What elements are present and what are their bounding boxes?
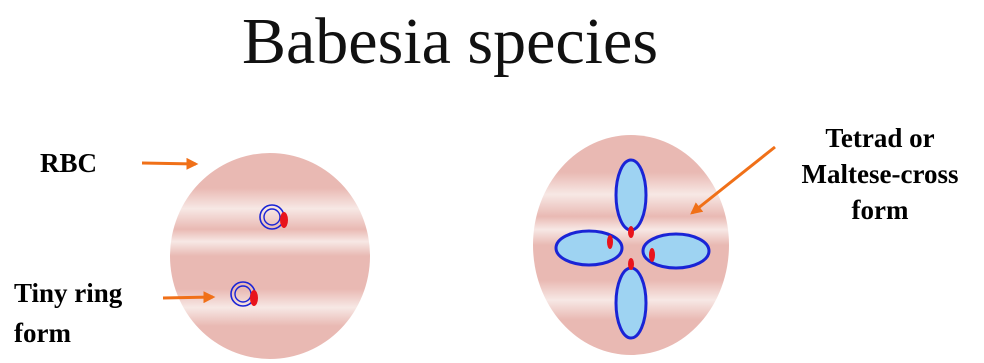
rbc-arrow (142, 163, 196, 164)
cross-nucleus-left (607, 235, 613, 249)
cross-nucleus-bottom (628, 258, 634, 270)
ring-nucleus-lower (250, 290, 258, 306)
cross-lobe-bottom (616, 268, 646, 338)
cross-nucleus-right (649, 248, 655, 262)
tiny-ring-arrow (163, 297, 213, 298)
cross-nucleus-top (628, 226, 634, 238)
left-rbc-cell (170, 153, 370, 359)
ring-nucleus-upper (280, 212, 288, 228)
cross-lobe-top (616, 160, 646, 230)
cross-lobe-left (556, 231, 622, 265)
